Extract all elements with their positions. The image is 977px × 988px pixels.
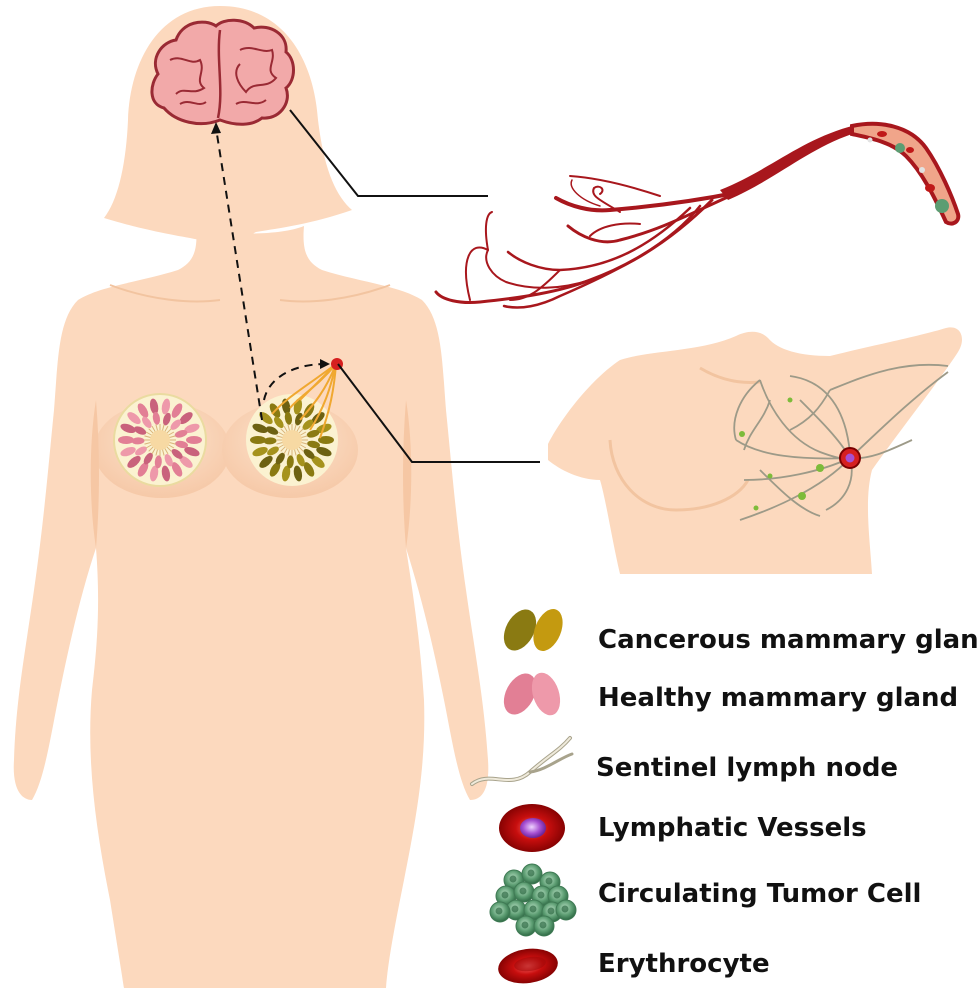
tumor-cell-nucleus (530, 906, 537, 913)
legend-label-cancerous: Cancerous mammary gland (598, 625, 977, 655)
female-body (14, 6, 489, 988)
lymph-node-cell-icon (499, 804, 565, 852)
cancerous-gland-center (282, 430, 302, 450)
healthy-gland (114, 394, 206, 486)
tumor-cell-nucleus (540, 922, 547, 929)
tumor-cell-nucleus (496, 908, 503, 915)
blood-vessel (436, 124, 958, 308)
tumor-cell-nucleus (548, 908, 555, 915)
tumor-cell-nucleus (510, 876, 517, 883)
gland-lobule (186, 436, 202, 444)
gland-lobule (118, 436, 134, 444)
tumor-cell-nucleus (538, 892, 545, 899)
healthy-gland-icon (497, 668, 565, 720)
tumor-cell-nucleus (562, 906, 569, 913)
legend-label-ctc: Circulating Tumor Cell (598, 879, 921, 909)
red-blood-cell-icon (496, 945, 560, 987)
tumor-cell-nucleus (528, 870, 535, 877)
tumor-cell-nucleus (512, 906, 519, 913)
legend-label-sentinel: Sentinel lymph node (596, 753, 898, 783)
tumor-cell-nucleus (554, 892, 561, 899)
legend-label-healthy: Healthy mammary gland (598, 683, 958, 713)
legend-label-erythrocyte: Erythrocyte (598, 949, 770, 979)
torso-silhouette (14, 226, 489, 988)
tumor-cell-nucleus (546, 878, 553, 885)
cancer-gland-icon (497, 604, 568, 656)
legend: Cancerous mammary gland Healthy mammary … (472, 604, 977, 987)
cancerous-gland (246, 394, 338, 486)
axilla-panel (548, 327, 962, 574)
tumor-cell-nucleus (522, 922, 529, 929)
axilla-sentinel-node-core (846, 454, 855, 463)
vessel-trunk (720, 126, 852, 200)
tumor-cell-nucleus (502, 892, 509, 899)
healthy-gland-center (150, 430, 170, 450)
tumor-cell-cluster-icon (490, 864, 576, 936)
tumor-cell-nucleus (520, 888, 527, 895)
gland-lobule (250, 436, 266, 444)
legend-label-lymphatic: Lymphatic Vessels (598, 813, 867, 843)
